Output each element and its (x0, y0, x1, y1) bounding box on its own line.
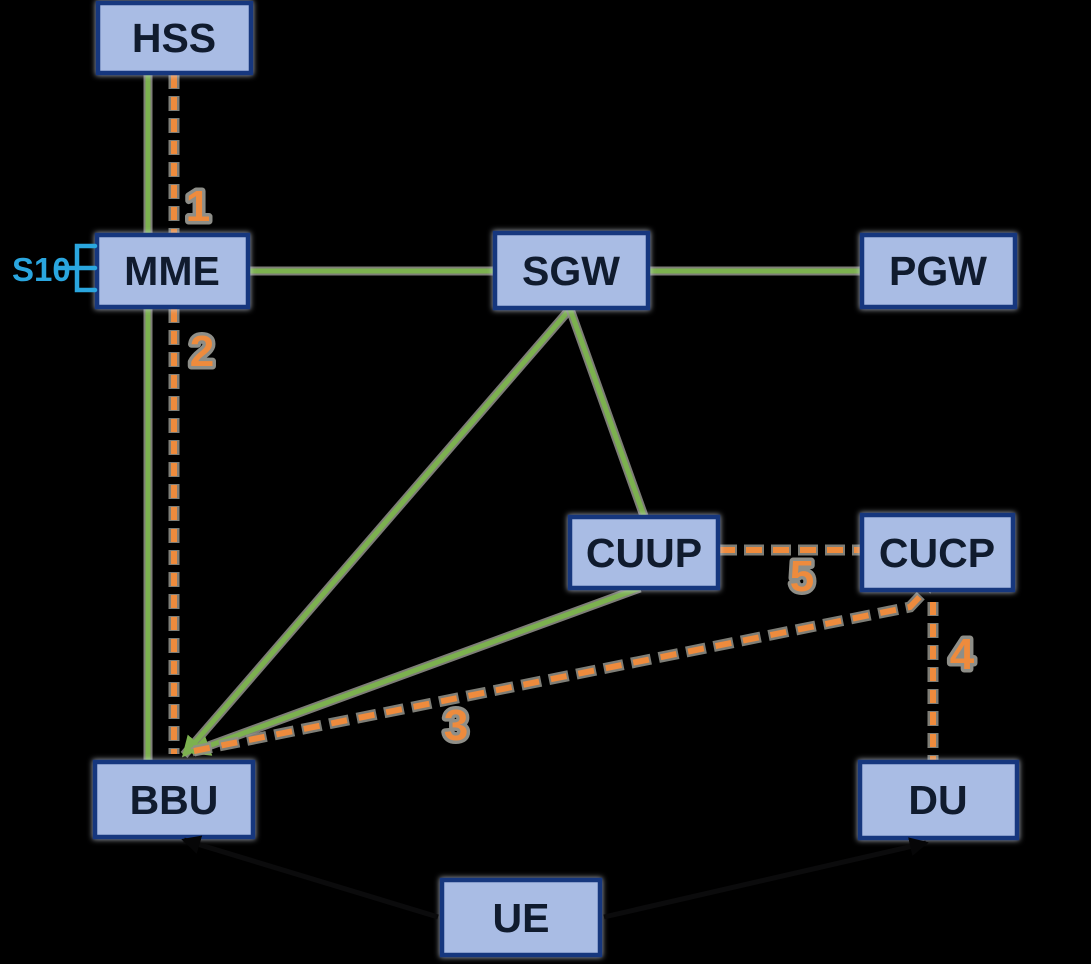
node-hss-label: HSS (132, 15, 216, 61)
node-du: DU (857, 759, 1020, 841)
edge-label-1: 1 (186, 182, 210, 231)
node-cucp-label: CUCP (879, 530, 995, 576)
edge-line (181, 835, 439, 920)
node-hss-rect (95, 0, 254, 76)
edge-line (189, 585, 641, 756)
node-cuup-rect (567, 514, 721, 591)
s10-label: S10 (12, 251, 71, 288)
edge-cuup-bbu-green-arrow (189, 583, 642, 757)
node-ue: UE (439, 877, 603, 958)
node-hss: HSS (95, 0, 254, 76)
edge-ue-bbu-black-arrow (181, 835, 439, 920)
edge-label-2: 2 (190, 327, 214, 376)
node-cuup: CUUP (567, 514, 721, 591)
node-du-rect (857, 759, 1020, 841)
edge-label-4: 4 (950, 630, 975, 679)
node-bbu-label: BBU (130, 777, 219, 823)
edge-label-3: 3 (444, 701, 468, 750)
node-bbu: BBU (92, 759, 256, 840)
edge-line (567, 308, 647, 517)
node-mme: MME (94, 232, 251, 310)
edge-label-5: 5 (790, 552, 814, 601)
node-cucp: CUCP (859, 512, 1016, 593)
node-cuup-label: CUUP (586, 530, 702, 576)
node-du-label: DU (908, 777, 967, 823)
edge-line (181, 307, 572, 758)
edge-line (193, 586, 930, 754)
edge-sgw-cuup-green (565, 307, 649, 518)
edge-line (603, 837, 929, 920)
node-sgw: SGW (492, 230, 651, 311)
node-cucp-rect (859, 512, 1016, 593)
node-ue-rect (439, 877, 603, 958)
node-mme-label: MME (124, 248, 220, 294)
node-bbu-rect (92, 759, 256, 840)
s10-loop-bracket (54, 243, 98, 293)
node-pgw-label: PGW (889, 248, 987, 294)
edge-ue-du-black-arrow (603, 837, 929, 920)
edge-bbu-cucp-dashed (192, 585, 931, 757)
s10-self-loop: S10 (12, 243, 98, 293)
node-sgw-rect (492, 230, 651, 311)
node-mme-rect (94, 232, 251, 310)
edge-sgw-bbu-green-arrow (180, 306, 574, 758)
node-sgw-label: SGW (522, 248, 620, 294)
node-pgw: PGW (859, 232, 1018, 310)
node-ue-label: UE (493, 895, 550, 941)
node-pgw-rect (859, 232, 1018, 310)
